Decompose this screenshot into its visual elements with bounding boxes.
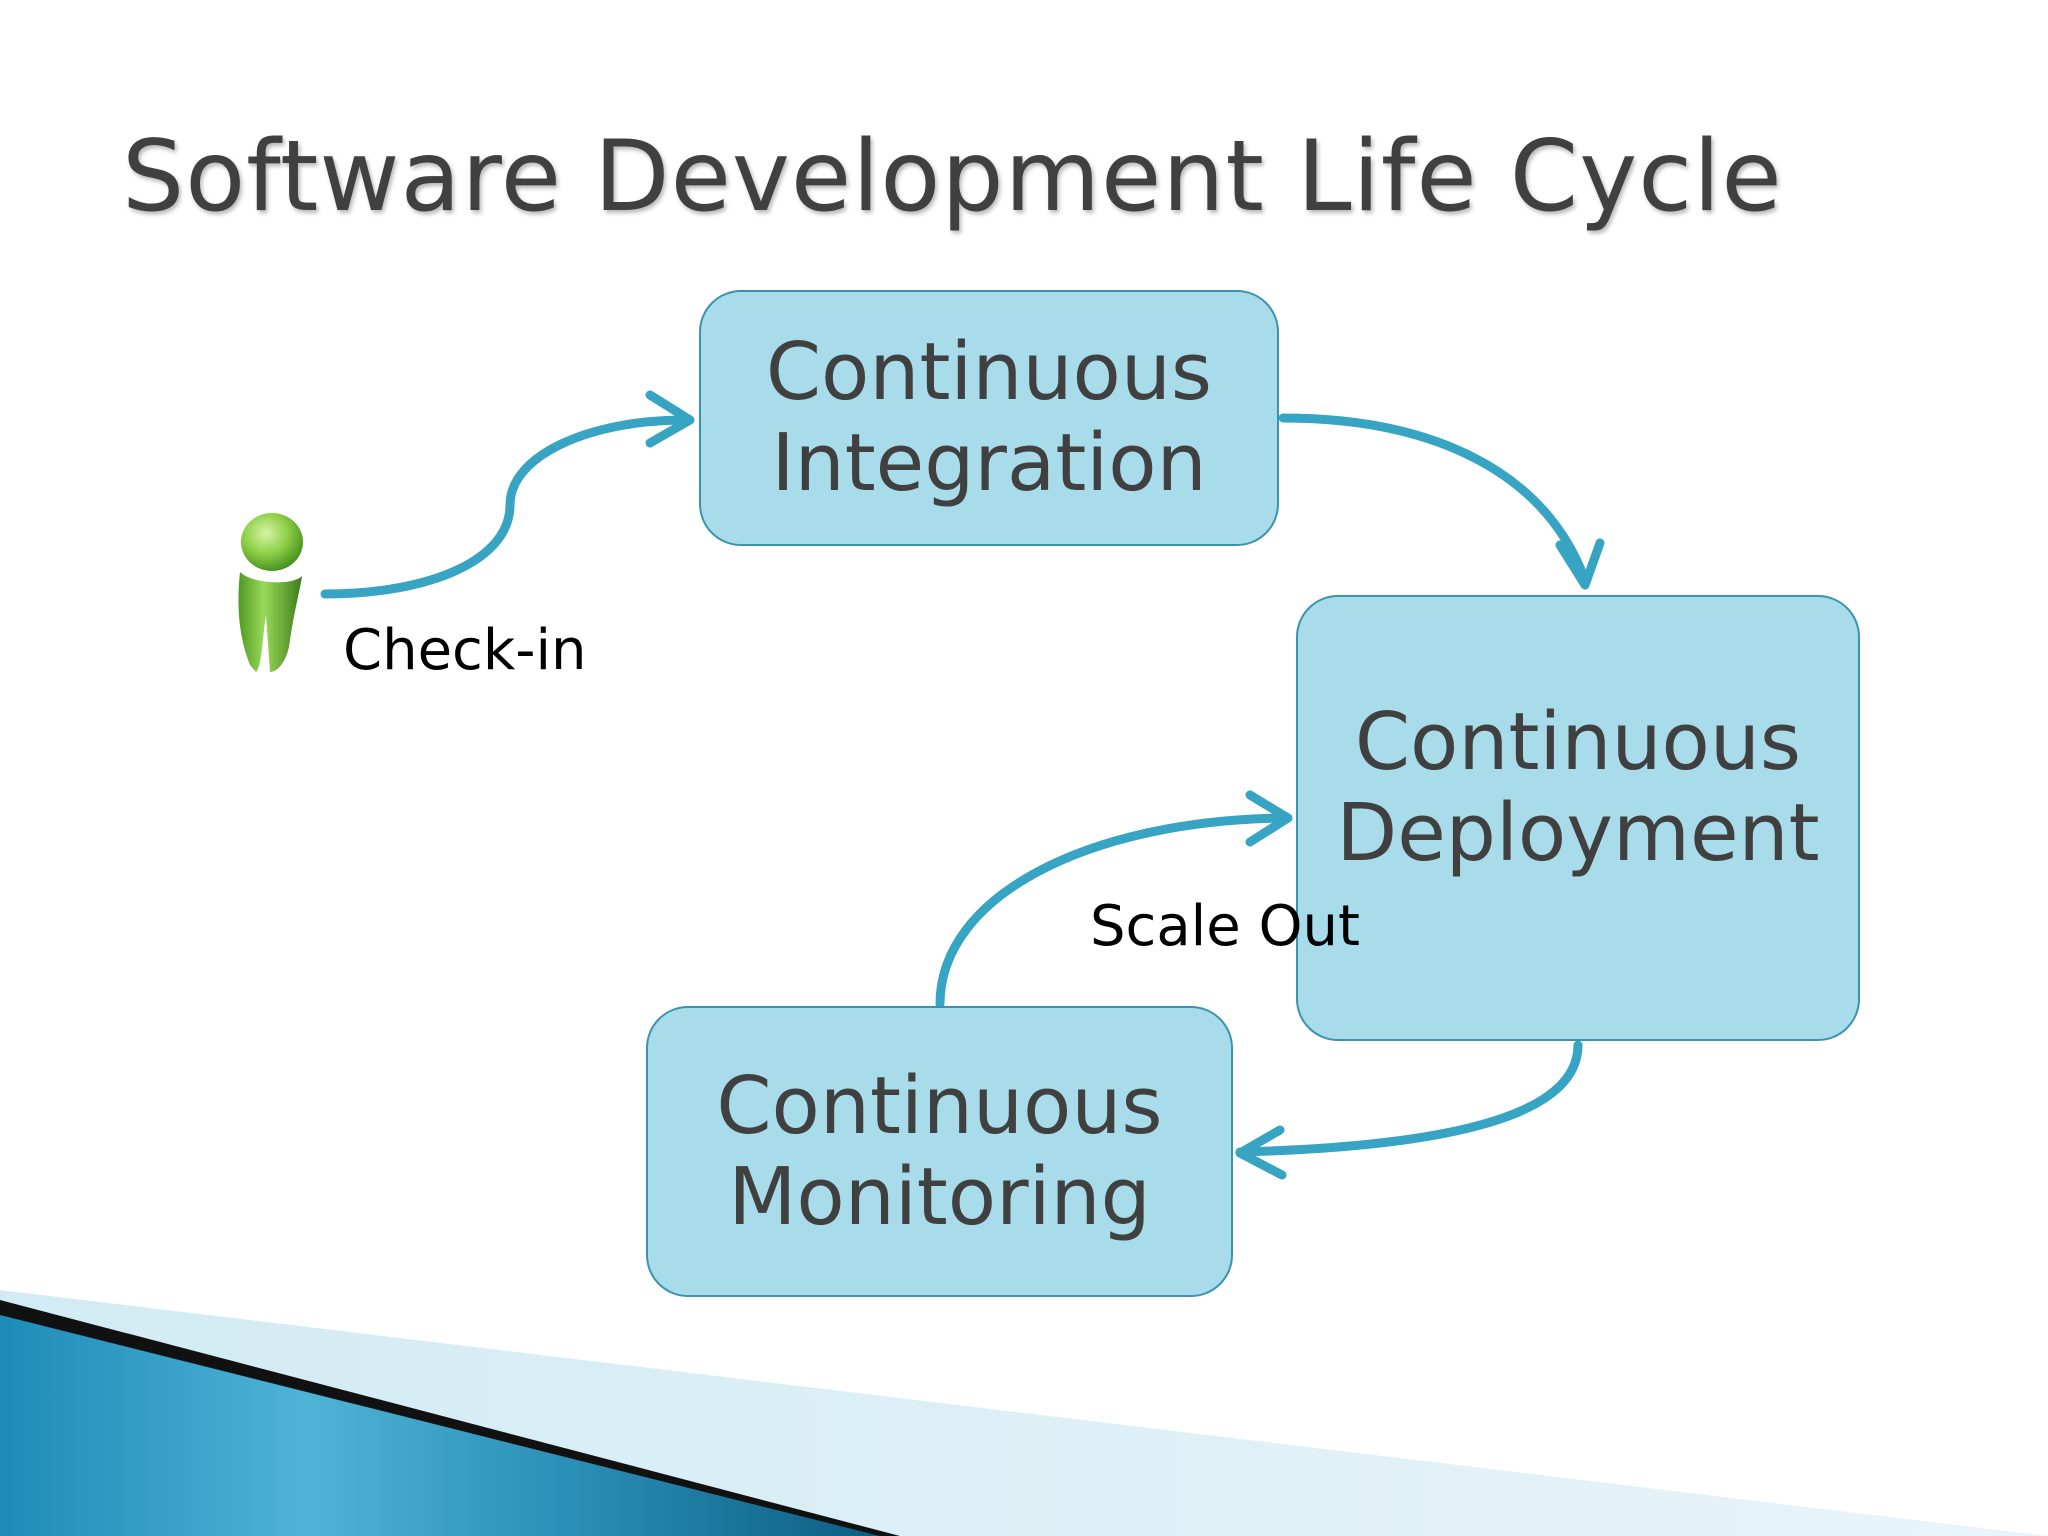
- arrowhead-cd-to-cm: [1235, 1125, 1287, 1180]
- arrow-scaleout: [935, 813, 1290, 1009]
- arrowhead-scaleout: [1245, 790, 1293, 847]
- node-cd-line1: Continuous: [1354, 696, 1802, 789]
- node-cm-line1: Continuous: [716, 1059, 1163, 1152]
- arrowhead-ci-to-cd: [1555, 538, 1605, 590]
- node-cm-line2: Monitoring: [728, 1150, 1151, 1243]
- node-ci-line2: Integration: [771, 417, 1207, 509]
- node-continuous-integration: Continuous Integration: [699, 290, 1279, 546]
- arrow-cd-to-cm: [1235, 1040, 1583, 1157]
- node-ci-line1: Continuous: [765, 326, 1213, 419]
- arrow-ci-to-cd: [1278, 413, 1590, 585]
- arrow-checkin: [320, 415, 690, 599]
- arrowhead-checkin: [645, 390, 695, 448]
- node-cd-line2: Deployment: [1336, 787, 1820, 879]
- edge-label-scaleout: Scale Out: [1090, 894, 1360, 959]
- edge-label-checkin: Check-in: [343, 618, 587, 683]
- node-continuous-monitoring: Continuous Monitoring: [646, 1006, 1233, 1297]
- node-continuous-deployment: Continuous Deployment: [1296, 595, 1860, 1041]
- page-title: Software Development Life Cycle: [122, 120, 1783, 234]
